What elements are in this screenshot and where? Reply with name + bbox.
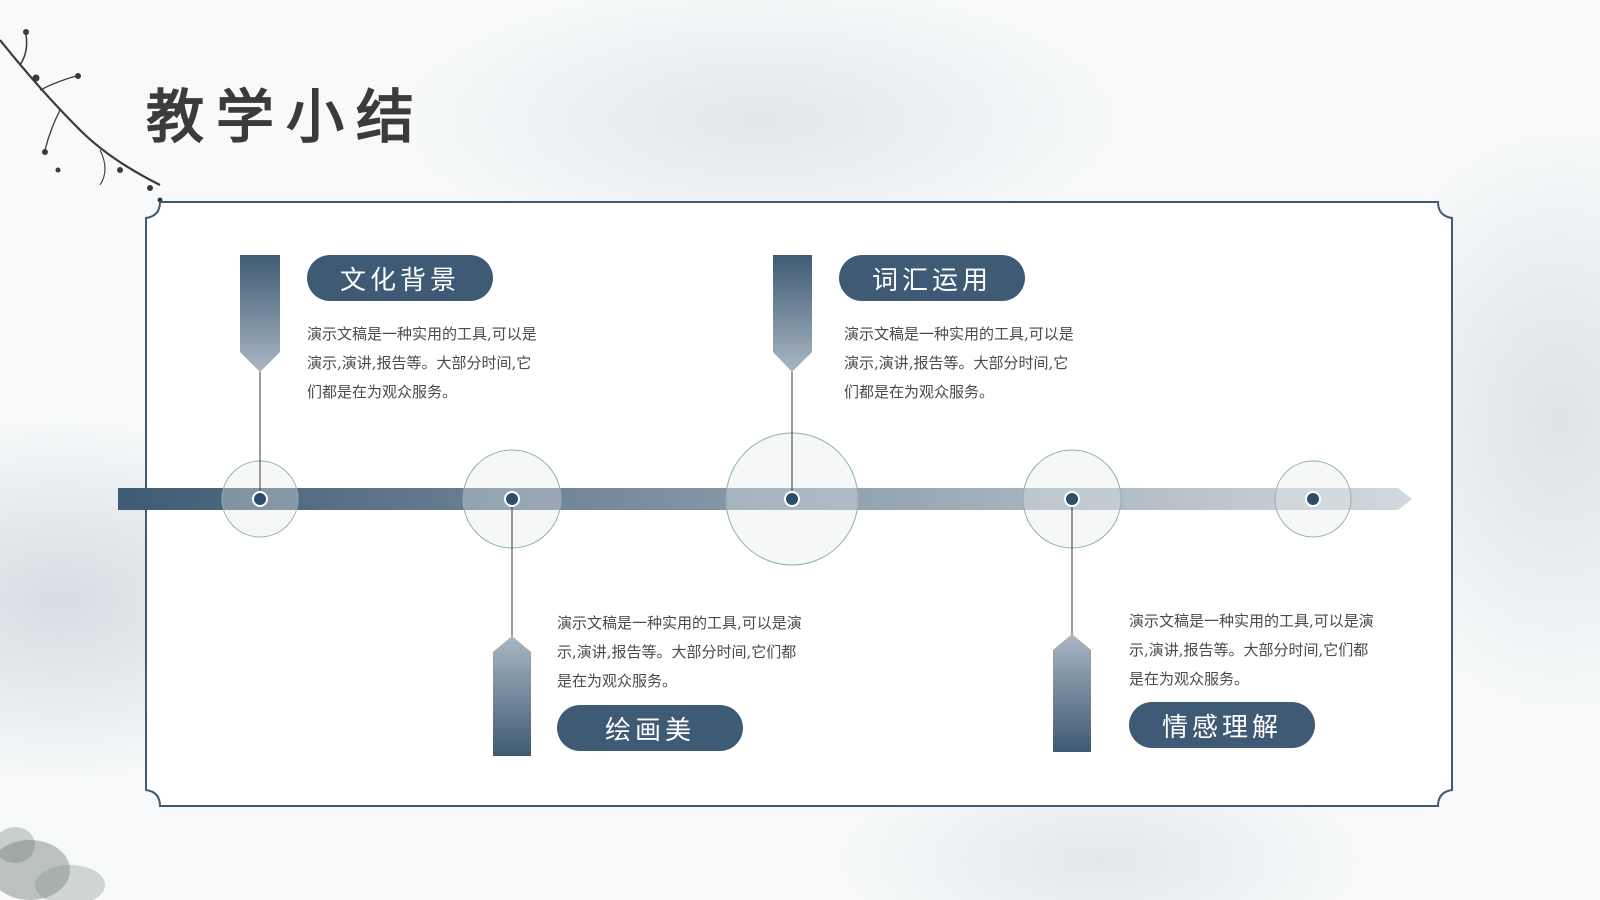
section-desc-painting: 演示文稿是一种实用的工具,可以是演 示,演讲,报告等。大部分时间,它们都 是在为… (557, 609, 847, 696)
desc-line: 演示文稿是一种实用的工具,可以是演 (1129, 612, 1374, 630)
desc-line: 演示,演讲,报告等。大部分时间,它 (844, 354, 1069, 372)
desc-line: 是在为观众服务。 (557, 672, 678, 690)
desc-line: 演示文稿是一种实用的工具,可以是 (844, 325, 1074, 343)
section-label-painting: 绘画美 (557, 705, 743, 751)
desc-line: 是在为观众服务。 (1129, 670, 1250, 688)
section-label-culture: 文化背景 (307, 255, 493, 301)
section-desc-emotion: 演示文稿是一种实用的工具,可以是演 示,演讲,报告等。大部分时间,它们都 是在为… (1129, 607, 1419, 694)
desc-line: 们都是在为观众服务。 (307, 383, 458, 401)
desc-line: 演示,演讲,报告等。大部分时间,它 (307, 354, 532, 372)
desc-line: 们都是在为观众服务。 (844, 383, 995, 401)
section-desc-vocabulary: 演示文稿是一种实用的工具,可以是 演示,演讲,报告等。大部分时间,它 们都是在为… (844, 320, 1114, 407)
section-label-emotion: 情感理解 (1129, 702, 1315, 748)
bush-decoration-icon (0, 827, 105, 900)
plum-branch-icon (0, 29, 163, 203)
page-title: 教学小结 (146, 83, 427, 151)
desc-line: 演示文稿是一种实用的工具,可以是 (307, 325, 537, 343)
desc-line: 示,演讲,报告等。大部分时间,它们都 (1129, 641, 1369, 659)
section-desc-culture: 演示文稿是一种实用的工具,可以是 演示,演讲,报告等。大部分时间,它 们都是在为… (307, 320, 577, 407)
desc-line: 演示文稿是一种实用的工具,可以是演 (557, 614, 802, 632)
section-label-vocabulary: 词汇运用 (839, 255, 1025, 301)
desc-line: 示,演讲,报告等。大部分时间,它们都 (557, 643, 797, 661)
